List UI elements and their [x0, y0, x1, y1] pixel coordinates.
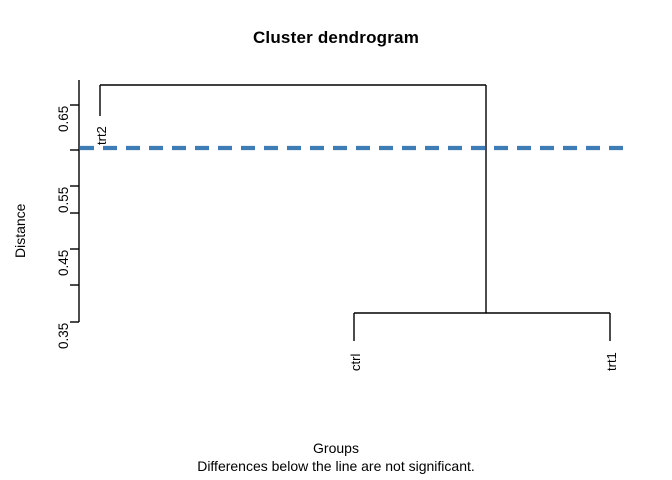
chart-title: Cluster dendrogram: [252, 28, 420, 47]
y-axis-ticks: [70, 104, 79, 323]
leaf-label-trt2: trt2: [94, 126, 109, 145]
leaf-label-trt1: trt1: [604, 352, 619, 371]
y-tick-label-0.55: 0.55: [56, 186, 71, 213]
dendrogram-tree: [99, 84, 611, 341]
x-axis-title: Groups: [313, 440, 359, 456]
y-tick-label-0.45: 0.45: [56, 249, 71, 276]
x-axis-annotation: Differences below the line are not signi…: [197, 458, 475, 474]
y-tick-label-0.35: 0.35: [56, 322, 71, 349]
leaf-label-ctrl: ctrl: [348, 353, 363, 371]
y-tick-label-0.65: 0.65: [56, 105, 71, 132]
y-axis-title: Distance: [12, 203, 28, 258]
